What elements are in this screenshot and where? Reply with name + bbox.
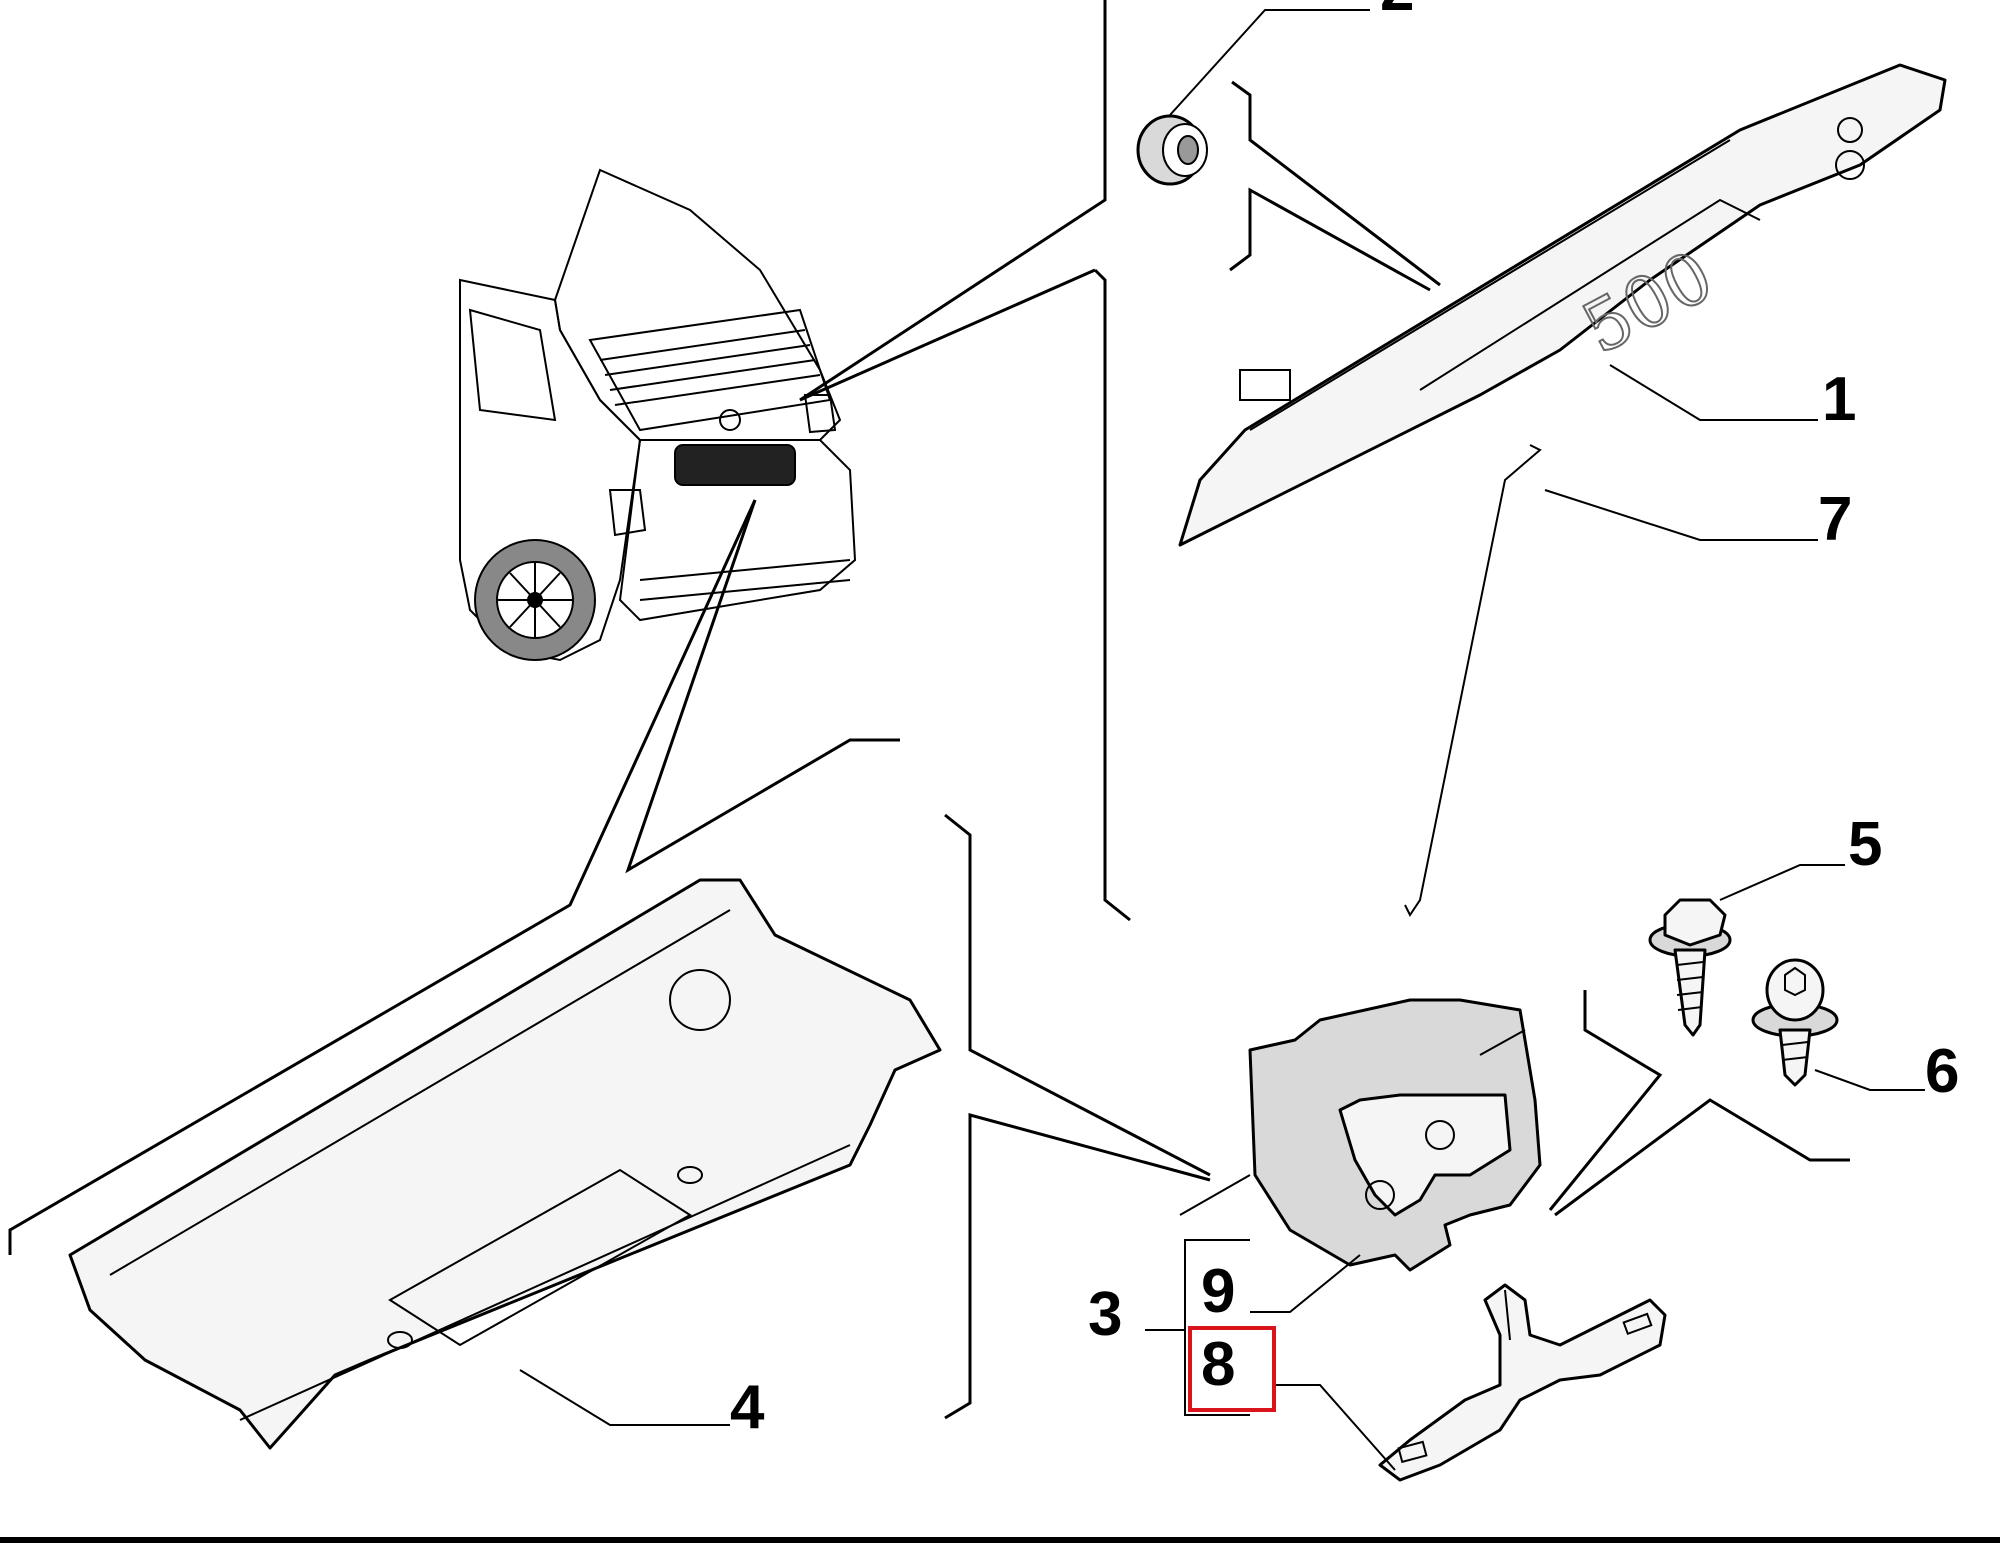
part-8-striker-plate (1378, 1283, 1667, 1482)
callout-5: 5 (1848, 810, 1882, 879)
callout-6: 6 (1925, 1037, 1959, 1106)
car-handle-highlight (674, 444, 796, 486)
callout-8-highlight-box (1188, 1326, 1276, 1412)
leader-frame-lines (8, 0, 1850, 1420)
callout-7: 7 (1818, 485, 1852, 554)
part-6-socket-screw (1751, 958, 1839, 1087)
part-1-tailgate-handle: 500 (1178, 63, 1947, 547)
callout-leaders (519, 9, 1925, 1471)
part-5-hex-bolt (1648, 898, 1732, 1037)
part-7-rod (1404, 444, 1542, 917)
callout-8: 8 (1201, 1330, 1235, 1399)
callout-4: 4 (730, 1373, 765, 1442)
part-9-lock-assembly (1179, 998, 1542, 1272)
bottom-border (0, 1537, 2000, 1543)
callout-2: 2 (1380, 0, 1414, 24)
callout-1: 1 (1822, 365, 1856, 434)
callout-3: 3 (1088, 1280, 1122, 1349)
part-2-grommet (1136, 114, 1208, 186)
callout-9: 9 (1201, 1257, 1235, 1326)
part-4-cover-tray (68, 878, 942, 1450)
car-overview-illustration (459, 168, 857, 662)
